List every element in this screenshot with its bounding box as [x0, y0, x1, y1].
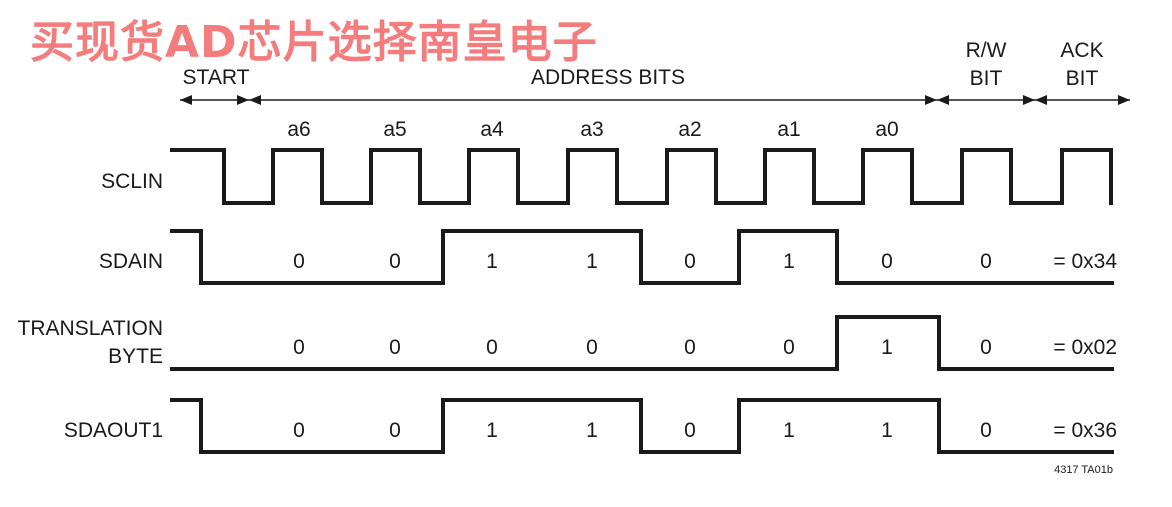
- bit-value-sdaout1-2: 1: [486, 419, 498, 442]
- bit-value-sdaout1-7: 0: [980, 419, 992, 442]
- signal-name-sdain: SDAIN: [99, 250, 163, 273]
- rw-right-arrowhead: [1023, 95, 1035, 105]
- start-right-arrowhead: [237, 95, 249, 105]
- bit-value-sdain-5: 1: [783, 250, 795, 273]
- bit-value-translation-4: 0: [684, 336, 696, 359]
- bit-value-sdain-7: 0: [980, 250, 992, 273]
- ack-right-arrowhead: [1118, 95, 1130, 105]
- start-left-arrowhead: [180, 95, 192, 105]
- address-bits-label: ADDRESS BITS: [531, 66, 685, 89]
- figure-id: 4317 TA01b: [1054, 464, 1113, 476]
- ack-bit-label-line1: ACK: [1060, 39, 1103, 62]
- sclin-waveform: [170, 148, 1113, 205]
- address-right-arrowhead: [925, 95, 937, 105]
- rw-bit-label-line2: BIT: [970, 67, 1003, 90]
- start-label: START: [183, 66, 250, 89]
- ack-left-arrowhead: [1035, 95, 1047, 105]
- bit-value-translation-5: 0: [783, 336, 795, 359]
- bit-value-sdaout1-0: 0: [293, 419, 305, 442]
- signal-name-sclin: SCLIN: [101, 170, 163, 193]
- bit-value-sdaout1-4: 0: [684, 419, 696, 442]
- bit-label-a2: a2: [678, 118, 701, 141]
- bit-label-a1: a1: [777, 118, 800, 141]
- bit-label-a0: a0: [875, 118, 898, 141]
- bit-value-sdaout1-5: 1: [783, 419, 795, 442]
- rw-left-arrowhead: [937, 95, 949, 105]
- signal-name-translation: TRANSLATION: [18, 317, 163, 340]
- bit-label-a3: a3: [580, 118, 603, 141]
- watermark-text: 买现货AD芯片选择南皇电子: [30, 17, 598, 68]
- result-sdain: = 0x34: [1053, 250, 1117, 273]
- bit-value-sdain-3: 1: [586, 250, 598, 273]
- bit-value-translation-3: 0: [586, 336, 598, 359]
- waveform-sdaout1: [170, 398, 1114, 454]
- bit-value-sdaout1-6: 1: [881, 419, 893, 442]
- bit-label-a5: a5: [383, 118, 406, 141]
- ack-bit-label-line2: BIT: [1066, 67, 1099, 90]
- bit-value-translation-2: 0: [486, 336, 498, 359]
- waveform-translation: [170, 315, 1114, 371]
- address-left-arrowhead: [249, 95, 261, 105]
- bit-value-sdaout1-3: 1: [586, 419, 598, 442]
- bit-label-a6: a6: [287, 118, 310, 141]
- bit-value-translation-1: 0: [389, 336, 401, 359]
- bit-value-translation-6: 1: [881, 336, 893, 359]
- bit-value-sdain-2: 1: [486, 250, 498, 273]
- waveform-sdain: [170, 229, 1114, 285]
- bit-value-sdain-4: 0: [684, 250, 696, 273]
- signal-name-sdaout1: SDAOUT1: [64, 419, 163, 442]
- bit-label-a4: a4: [480, 118, 504, 141]
- result-sdaout1: = 0x36: [1053, 419, 1117, 442]
- bit-value-sdain-0: 0: [293, 250, 305, 273]
- rw-bit-label-line1: R/W: [966, 39, 1007, 62]
- bit-value-sdain-6: 0: [881, 250, 893, 273]
- bit-value-translation-0: 0: [293, 336, 305, 359]
- result-translation: = 0x02: [1053, 336, 1117, 359]
- bit-value-sdain-1: 0: [389, 250, 401, 273]
- bit-value-translation-7: 0: [980, 336, 992, 359]
- signal-name-translation-line2: BYTE: [108, 345, 163, 368]
- bit-value-sdaout1-1: 0: [389, 419, 401, 442]
